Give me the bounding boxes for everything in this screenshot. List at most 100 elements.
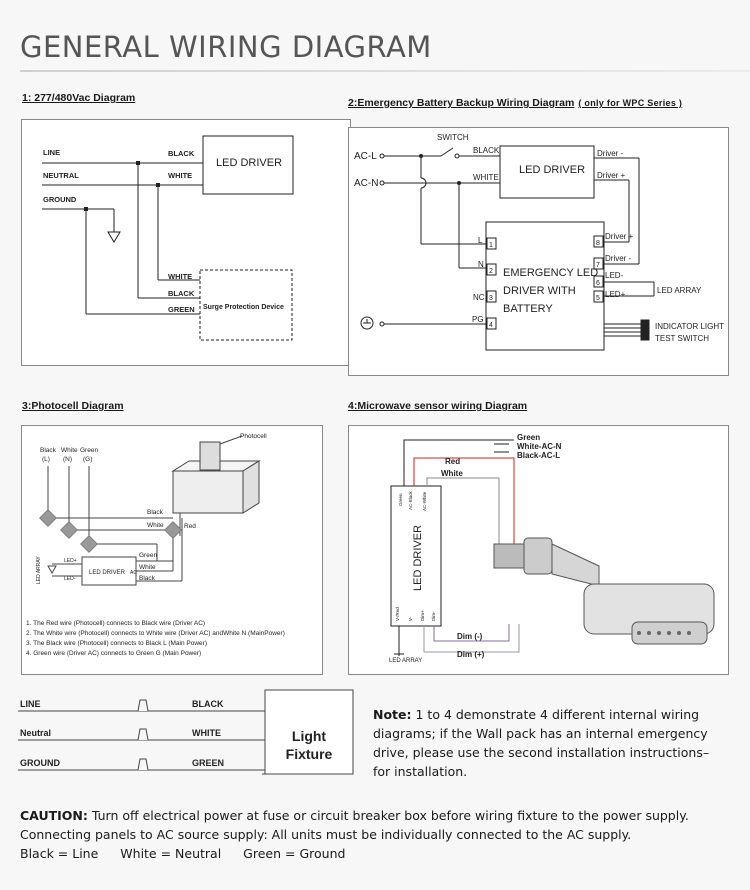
d1-line-label: LINE [43,148,60,157]
legend-black: Black = Line [20,846,99,861]
d3-led-plus: LED+ [64,558,77,564]
diagram2-heading: 2:Emergency Battery Backup Wiring Diagra… [348,97,682,109]
d4-white-label: White [441,469,463,478]
d4-dim-plus: Dim (+) [457,650,485,659]
fixture-row2-right: WHITE [192,728,221,738]
diagram2-heading-note: ( only for WPC Series ) [578,98,683,108]
d3-red-label: Red [184,523,196,530]
d2-pin-4: 4 [489,322,493,329]
d2-indicator-1: INDICATOR LIGHT [655,322,724,331]
diagram1-panel: LINE NEUTRAL GROUND BLACK WHITE WHITE BL… [21,119,351,366]
d3-note-3: 3. The Black wire (Photocell) connects t… [26,640,207,647]
legend-green: Green = Ground [243,846,346,861]
caution-block: CAUTION: Turn off electrical power at fu… [20,806,740,863]
d2-black-label: BLACK [473,146,500,155]
page-title: GENERAL WIRING DIAGRAM [20,30,432,64]
d3-led-minus: LED- [64,576,76,582]
d2-acn-label: AC-N [354,178,378,189]
fixture-row2-left: Neutral [20,728,51,738]
diagram3-panel: Photocell Black White Green (L) (N) (G) … [21,425,323,675]
diagram3-svg: Photocell Black White Green (L) (N) (G) … [26,433,285,657]
d3-photocell-label: Photocell [240,433,267,440]
d4-green-label: Green [517,433,540,442]
d4-pin-acwhite: AC-White [422,491,427,511]
d2-em-line2: DRIVER WITH [503,285,576,297]
note-label: Note: [373,707,412,722]
d1-spd-label: Surge Protection Device [203,304,284,311]
diagram1-heading: 1: 277/480Vac Diagram [22,92,136,104]
caution-label: CAUTION: [20,808,88,823]
d3-lead-green-code: (G) [83,456,92,463]
fixture-row3-left: GROUND [20,758,60,768]
diagram2-panel: SWITCH AC-L AC-N BLACK WHITE Driver - Dr… [348,127,729,376]
d2-rpin-8-label: Driver + [605,232,634,241]
note-text: 1 to 4 demonstrate 4 different internal … [373,707,710,779]
d3-lead-white-code: (N) [63,456,72,463]
d4-driver-label: LED DRIVER [412,525,424,591]
d1-neutral-label: NEUTRAL [43,171,79,180]
d2-driver-label: LED DRIVER [519,164,585,176]
title-divider [20,70,750,72]
d1-driver-label: LED DRIVER [216,157,282,169]
d1-spd-green: GREEN [168,305,195,314]
d2-rpin-5-label: LED+ [605,290,626,299]
fixture-row3-right: GREEN [192,758,224,768]
d2-driver-plus: Driver + [597,171,626,180]
d2-switch-label: SWITCH [437,133,469,142]
note-paragraph: Note: 1 to 4 demonstrate 4 different int… [373,705,713,781]
d1-ground-label: GROUND [43,195,77,204]
d3-driver-label: LED DRIVER [89,570,126,576]
fixture-row1-right: BLACK [192,699,224,709]
d2-white-label: WHITE [473,173,499,182]
d2-em-line3: BATTERY [503,303,553,315]
diagram3-heading: 3:Photocell Diagram [22,400,124,412]
d1-driver-box [202,135,294,195]
d3-lead-white: White [61,447,78,454]
d2-led-array: LED ARRAY [657,286,702,295]
d2-em-line1: EMERGENCY LED [503,267,598,279]
caution-line-2: Connecting panels to AC source supply: A… [20,827,632,842]
d3-white-label: White [147,522,164,529]
d2-pin-l-label: L [478,236,483,245]
fixture-row1-left: LINE [20,699,41,709]
d4-pin-acblack: AC-Black [408,490,413,510]
diagram4-svg: Green White-AC-N Black-AC-L Red White Di… [389,433,715,664]
d3-ac-label: AC [130,570,137,576]
d3-lead-black: Black [40,447,57,454]
d4-led-array: LED ARRAY [389,658,422,664]
d4-pin-v: V- [408,616,413,621]
diagram4-heading: 4:Microwave sensor wiring Diagram [348,400,528,412]
d3-note-2: 2. The White wire (Photocell) connects t… [26,630,285,637]
color-legend: Black = Line White = Neutral Green = Gro… [20,844,740,863]
d2-acl-label: AC-L [354,151,377,162]
d2-indicator-2: TEST SWITCH [655,334,709,343]
fixture-label-1: Light [292,728,327,744]
d2-rpin-7-label: Driver - [605,254,632,263]
diagram4-panel: Green White-AC-N Black-AC-L Red White Di… [348,425,729,675]
d1-spd-black: BLACK [168,289,195,298]
d4-pin-dimplus: Dim+ [420,610,425,621]
d2-pin-8: 8 [596,240,600,247]
d3-note-1: 1. The Red wire (Photocell) connects to … [26,620,205,627]
fixture-svg: LINE Neutral GROUND BLACK WHITE GREEN Li… [18,689,354,775]
d2-pin-2: 2 [489,268,493,275]
fixture-diagram: LINE Neutral GROUND BLACK WHITE GREEN Li… [18,689,358,790]
d4-dim-minus: Dim (-) [457,632,483,641]
d3-note-4: 4. Green wire (Driver AC) connects to Gr… [26,650,201,657]
d2-pin-6: 6 [596,280,600,287]
diagram1-svg: LINE NEUTRAL GROUND BLACK WHITE WHITE BL… [42,135,294,341]
legend-white: White = Neutral [120,846,222,861]
d2-pin-pg-label: PG [472,315,484,324]
diagram2-svg: SWITCH AC-L AC-N BLACK WHITE Driver - Dr… [354,133,724,351]
d1-white-label: WHITE [168,171,192,180]
fixture-label-2: Fixture [286,746,333,762]
caution-text-1: Turn off electrical power at fuse or cir… [87,808,689,823]
diagram2-heading-text: 2:Emergency Battery Backup Wiring Diagra… [348,97,575,109]
d4-white-acn-label: White-AC-N [517,442,562,451]
d4-pin-green: Green [398,493,403,506]
d3-drv-white: White [139,564,156,571]
d1-spd-white: WHITE [168,272,192,281]
d3-led-array: LED ARRAY [36,556,42,584]
d4-pin-vred: V-/Red [395,607,400,621]
d1-spd-box [199,269,293,341]
